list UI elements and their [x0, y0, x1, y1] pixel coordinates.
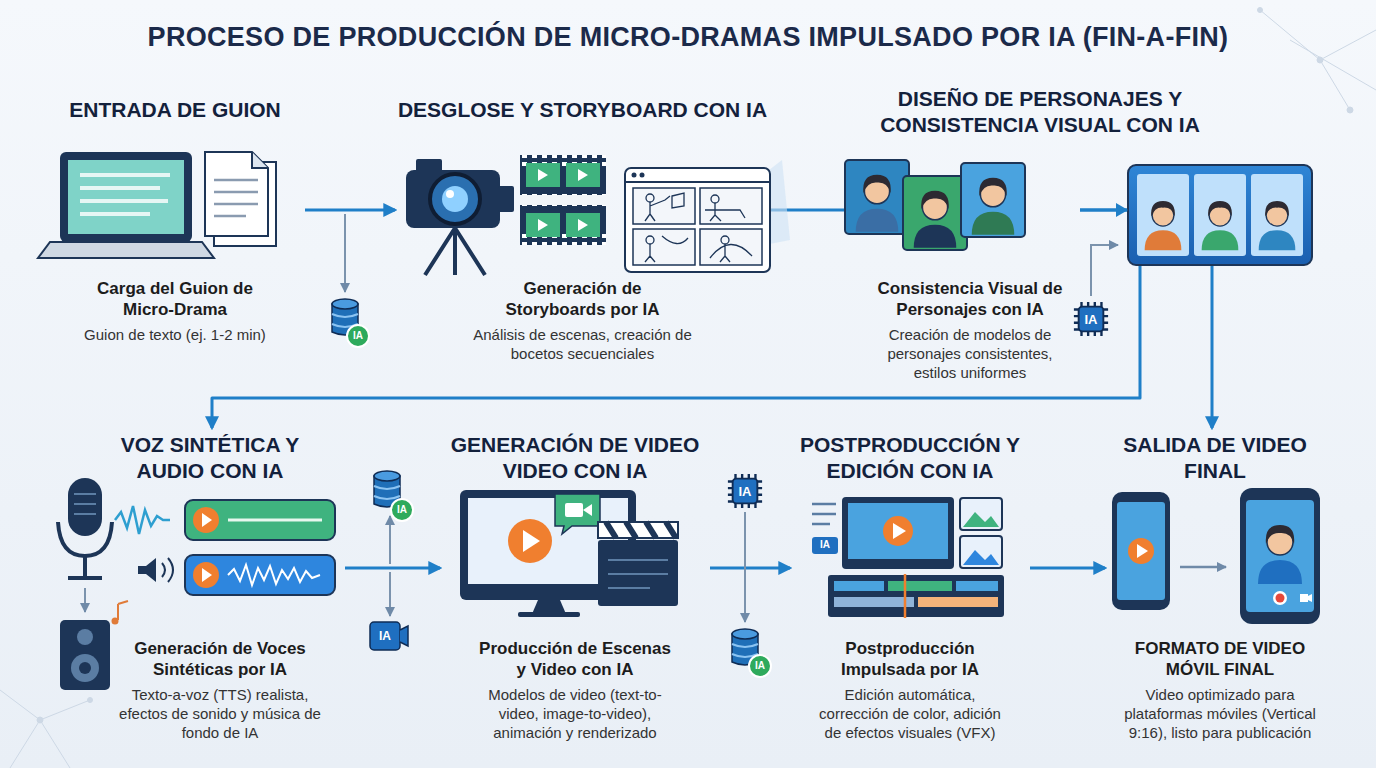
network-decoration [0, 8, 1376, 768]
ai-badge-text: IA [755, 661, 765, 671]
stage-node: VOZ SINTÉTICA Y AUDIO CON IAGeneración d… [95, 428, 345, 742]
clapperboard-icon [598, 522, 678, 606]
microphone-icon [58, 478, 112, 612]
storyboard-window [625, 168, 770, 272]
video-call-bubble [555, 494, 600, 534]
audio-waveforms [115, 500, 335, 595]
ai-badge-text: IA [1085, 313, 1098, 326]
stage-label: Consistencia Visual de Personajes con IA [860, 278, 1080, 320]
stage-node: POSTPRODUCCIÓN Y EDICIÓN CON IAPostprodu… [790, 428, 1030, 742]
stage-label: Producción de Escenas y Video con IA [473, 638, 678, 680]
stage-label: Generación de Storyboards por IA [483, 278, 683, 320]
mobile-phones [1112, 488, 1320, 624]
stage-label: Carga del Guion de Micro-Drama [75, 278, 275, 320]
stage-node: SALIDA DE VIDEO FINALFORMATO DE VIDEO MÓ… [1105, 428, 1335, 742]
stage-node: ENTRADA DE GUIONCarga del Guion de Micro… [45, 92, 305, 344]
stage-heading: VOZ SINTÉTICA Y AUDIO CON IA [85, 432, 335, 484]
stage-heading: SALIDA DE VIDEO FINAL [1095, 432, 1335, 484]
stage-description: Guion de texto (ej. 1-2 min) [55, 325, 295, 344]
editing-suite [812, 497, 1004, 618]
ai-badge-text: IA [820, 540, 830, 550]
ai-badge-text: IA [739, 485, 752, 498]
camera-icon [406, 159, 514, 275]
ai-resources-4-5 [728, 474, 771, 677]
flow-arrow [345, 567, 440, 570]
stage-heading: GENERACIÓN DE VIDEO VIDEO CON IA [425, 432, 725, 484]
stage-node: DESGLOSE Y STORYBOARD CON IAGeneración d… [395, 92, 770, 363]
stage-label: Postproducción Impulsada por IA [820, 638, 1000, 680]
stage-heading: DESGLOSE Y STORYBOARD CON IA [365, 97, 800, 123]
stage-description: Edición automática, corrección de color,… [810, 685, 1010, 742]
stage-description: Modelos de video (text-to-video, image-t… [475, 685, 675, 742]
character-panel [1116, 165, 1312, 265]
stage-node: GENERACIÓN DE VIDEO VIDEO CON IAProducci… [440, 428, 710, 742]
stage-heading: POSTPRODUCCIÓN Y EDICIÓN CON IA [775, 432, 1045, 484]
diagram-title: PROCESO DE PRODUCCIÓN DE MICRO-DRAMAS IM… [0, 22, 1376, 53]
flow-arrow [710, 567, 790, 570]
ai-badge-text: IA [397, 505, 407, 515]
flow-arrow [212, 210, 1140, 428]
stage-node: DISEÑO DE PERSONAJES Y CONSISTENCIA VISU… [860, 92, 1080, 382]
laptop-icon [38, 152, 214, 258]
document-icon [205, 152, 276, 246]
database-branch [332, 214, 369, 347]
ai-badge-text: IA [379, 630, 391, 642]
character-cards [845, 160, 1025, 250]
title-text: PROCESO DE PRODUCCIÓN DE MICRO-DRAMAS IM… [0, 22, 1376, 53]
stage-label: Generación de Voces Sintéticas por IA [110, 638, 330, 680]
stage-heading: DISEÑO DE PERSONAJES Y CONSISTENCIA VISU… [840, 86, 1240, 138]
stage-label: FORMATO DE VIDEO MÓVIL FINAL [1125, 638, 1315, 680]
flow-arrow [305, 209, 395, 212]
ai-badge-text: IA [353, 331, 363, 341]
stage-description: Análisis de escenas, creación de bocetos… [463, 325, 703, 363]
stage-heading: ENTRADA DE GUION [25, 97, 325, 123]
speaker-icon [60, 601, 128, 690]
ai-chip [1074, 245, 1118, 336]
stage-description: Creación de modelos de personajes consis… [870, 325, 1070, 382]
stage-description: Video optimizado para plataformas móvile… [1110, 685, 1330, 742]
stage-description: Texto-a-voz (TTS) realista, efectos de s… [110, 685, 330, 742]
flow-arrow [1030, 567, 1105, 570]
film-strip [520, 155, 606, 245]
ai-resources-3-4 [370, 471, 413, 650]
